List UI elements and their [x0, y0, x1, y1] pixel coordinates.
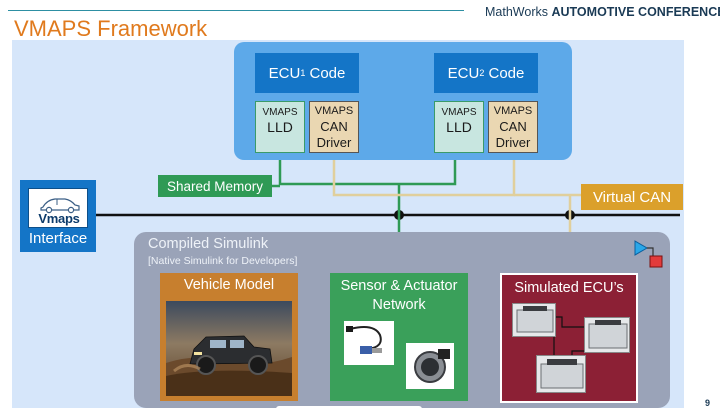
ecu1-code-prefix: ECU	[268, 64, 301, 82]
ecu2-lld-top: VMAPS	[441, 107, 477, 118]
sensor-actuator-network-box: Sensor & Actuator Network	[330, 273, 468, 401]
ecu2-can-mid: CAN	[499, 118, 527, 134]
oxygen-sensor-image	[344, 321, 394, 365]
ecu1-lld-bottom: LLD	[267, 119, 293, 135]
ecu2-code-sub: 2	[479, 68, 485, 78]
shared-memory-line	[278, 153, 457, 186]
interface-box: Vmaps Interface	[20, 180, 96, 252]
ecu2-code-suffix: Code	[484, 64, 525, 82]
ecu2-lld-bottom: LLD	[446, 119, 472, 135]
ecu-module-icon	[540, 359, 584, 389]
header-brand: MathWorks	[485, 5, 548, 19]
sensor-network-label-line2: Network	[372, 297, 426, 313]
vehicle-model-box: Vehicle Model	[160, 273, 298, 401]
header-conference: AUTOMOTIVE CONFERENCE	[551, 5, 720, 19]
car-outline-icon	[40, 198, 80, 214]
ecu1-code-sub: 1	[300, 68, 306, 78]
compiled-simulink-title: Compiled Simulink	[148, 236, 269, 252]
simulated-ecus-label: Simulated ECU’s	[514, 280, 624, 296]
header-rule	[8, 10, 464, 11]
bottom-tab	[276, 406, 422, 412]
vmaps-logo-text: Vmaps	[38, 211, 80, 226]
ecu1-code-suffix: Code	[305, 64, 346, 82]
ecu2-code-prefix: ECU	[447, 64, 480, 82]
native-simulink-subtitle: [Native Simulink for Developers]	[148, 255, 298, 267]
virtual-can-label: Virtual CAN	[581, 184, 683, 210]
throttle-body-image	[406, 343, 454, 389]
ecu2-lld-box: VMAPS LLD	[434, 101, 484, 153]
sensor-cable-icon	[346, 326, 382, 354]
ecu-module-icon	[588, 320, 628, 349]
page-number: 9	[705, 398, 711, 408]
slide-title: VMAPS Framework	[14, 16, 208, 41]
ecu-unit-image-1	[512, 303, 556, 337]
vehicle-model-label: Vehicle Model	[183, 277, 275, 293]
virtual-can-line	[332, 153, 516, 197]
ecu1-can-driver-box: VMAPS CAN Driver	[309, 101, 359, 153]
throttle-body-icon	[414, 349, 450, 383]
vmaps-logo: Vmaps	[28, 188, 88, 228]
interface-label: Interface	[28, 230, 88, 247]
simulink-block-icon	[634, 240, 663, 268]
shared-memory-label: Shared Memory	[158, 175, 272, 197]
ecu2-can-driver-box: VMAPS CAN Driver	[488, 101, 538, 153]
simulated-ecus-box: Simulated ECU’s	[500, 273, 638, 403]
sensor-network-label-line1: Sensor & Actuator	[340, 278, 458, 294]
ecu-module-icon	[516, 306, 554, 333]
ecu-unit-image-2	[584, 317, 630, 353]
ecu1-can-bottom: Driver	[316, 135, 352, 150]
ecu1-lld-top: VMAPS	[262, 107, 298, 118]
ecu1-can-top: VMAPS	[314, 105, 354, 117]
ecu-unit-image-3	[536, 355, 586, 393]
offroad-truck-photo	[166, 301, 292, 396]
ecu1-lld-box: VMAPS LLD	[255, 101, 305, 153]
header-conference-title: MathWorks AUTOMOTIVE CONFERENCE	[485, 5, 720, 19]
ecu2-can-top: VMAPS	[493, 105, 533, 117]
ecu1-can-mid: CAN	[320, 118, 348, 134]
ecu2-can-bottom: Driver	[495, 135, 531, 150]
